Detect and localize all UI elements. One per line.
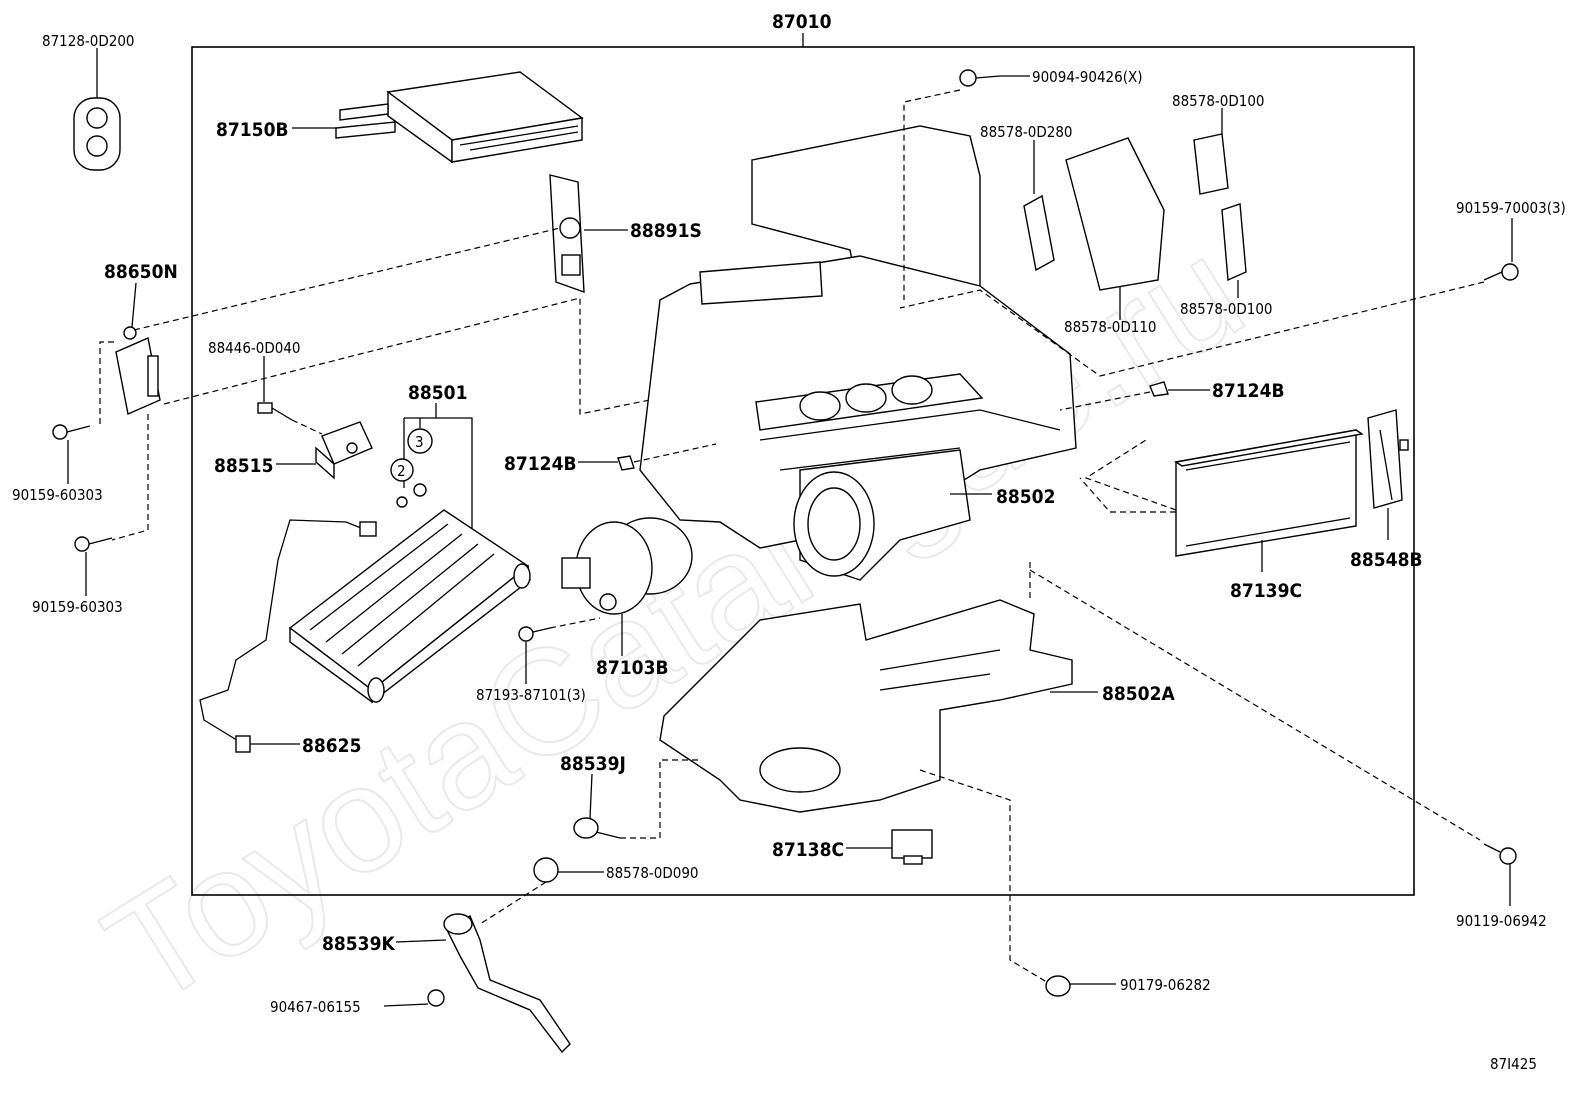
- label-87128-0D200[interactable]: 87128-0D200: [42, 32, 135, 50]
- label-90159-60303-a[interactable]: 90159-60303: [12, 486, 103, 504]
- label-88891S[interactable]: 88891S: [630, 220, 702, 242]
- part-thermistor-wire[interactable]: [199, 519, 377, 753]
- label-88578-0D090[interactable]: 88578-0D090: [606, 864, 699, 882]
- part-insulator-88578-0D100-a[interactable]: [1193, 133, 1229, 195]
- label-87124B-a[interactable]: 87124B: [504, 453, 577, 475]
- circle-label-3: 3: [415, 433, 424, 451]
- label-87138C[interactable]: 87138C: [772, 839, 844, 861]
- part-seal-88578-0D090[interactable]: [533, 857, 559, 883]
- part-ac-amplifier[interactable]: [115, 326, 161, 415]
- label-88502A[interactable]: 88502A: [1102, 683, 1175, 705]
- part-screw-b[interactable]: [74, 536, 113, 552]
- label-90159-70003[interactable]: 90159-70003(3): [1456, 199, 1566, 217]
- circle-label-2: 2: [397, 462, 406, 480]
- label-88578-0D110[interactable]: 88578-0D110: [1064, 318, 1157, 336]
- label-88625[interactable]: 88625: [302, 735, 361, 757]
- label-90159-60303-b[interactable]: 90159-60303: [32, 598, 123, 616]
- label-88650N[interactable]: 88650N: [104, 261, 178, 283]
- part-grommet[interactable]: [73, 97, 121, 171]
- part-insulator-88578-0D280[interactable]: [1023, 194, 1055, 272]
- part-cabin-filter[interactable]: [1174, 429, 1364, 557]
- part-screw-88446[interactable]: [257, 402, 293, 421]
- label-88578-0D100-a[interactable]: 88578-0D100: [1172, 92, 1265, 110]
- part-heater-case[interactable]: [639, 125, 1077, 549]
- o-ring-set[interactable]: 3 2: [390, 428, 433, 508]
- label-88578-0D100-b[interactable]: 88578-0D100: [1180, 300, 1273, 318]
- part-lower-case[interactable]: [659, 599, 1073, 813]
- part-clip-a[interactable]: [617, 455, 635, 471]
- label-87193-87101[interactable]: 87193-87101(3): [476, 686, 586, 704]
- part-thermistor[interactable]: [315, 421, 373, 480]
- figure-code: 87I425: [1490, 1055, 1537, 1073]
- label-87139C[interactable]: 87139C: [1230, 580, 1302, 602]
- part-screw-90119[interactable]: [1483, 843, 1517, 865]
- label-88502[interactable]: 88502: [996, 486, 1055, 508]
- part-drain-hose-clamp[interactable]: [573, 817, 621, 839]
- part-clip-b[interactable]: [1149, 381, 1169, 397]
- label-88515[interactable]: 88515: [214, 455, 273, 477]
- label-88501[interactable]: 88501: [408, 382, 467, 404]
- part-evaporator[interactable]: [288, 509, 531, 704]
- label-87124B-b[interactable]: 87124B: [1212, 380, 1285, 402]
- part-bolt-90094[interactable]: [959, 69, 1001, 87]
- label-88539K[interactable]: 88539K: [322, 933, 395, 955]
- part-blower-motor[interactable]: [561, 517, 693, 615]
- part-clip-90467[interactable]: [427, 989, 445, 1007]
- label-87150B[interactable]: 87150B: [216, 119, 289, 141]
- label-90467-06155[interactable]: 90467-06155: [270, 998, 361, 1016]
- part-clip-90179[interactable]: [1045, 975, 1071, 997]
- label-88446-0D040[interactable]: 88446-0D040: [208, 339, 301, 357]
- part-blower-case[interactable]: [793, 449, 971, 581]
- label-90094-90426[interactable]: 90094-90426(X): [1032, 68, 1143, 86]
- part-insulator-88578-0D100-b[interactable]: [1221, 203, 1247, 282]
- label-88548B[interactable]: 88548B: [1350, 549, 1423, 571]
- part-insulator-88578-0D110[interactable]: [1065, 137, 1165, 291]
- label-88539J[interactable]: 88539J: [560, 753, 626, 775]
- part-blower-resistor[interactable]: [891, 829, 933, 865]
- part-heater-core[interactable]: [335, 71, 584, 164]
- part-screw-90159-70003[interactable]: [1483, 263, 1519, 281]
- part-filter-cover[interactable]: [1367, 409, 1409, 509]
- part-damper-servo[interactable]: [549, 174, 585, 294]
- part-screw-87193[interactable]: [518, 626, 551, 642]
- label-90119-06942[interactable]: 90119-06942: [1456, 912, 1547, 930]
- label-90179-06282[interactable]: 90179-06282: [1120, 976, 1211, 994]
- label-88578-0D280[interactable]: 88578-0D280: [980, 123, 1073, 141]
- part-drain-hose[interactable]: [443, 913, 571, 1054]
- part-screw-a[interactable]: [52, 424, 91, 440]
- label-87103B[interactable]: 87103B: [596, 657, 669, 679]
- label-87010[interactable]: 87010: [772, 11, 832, 33]
